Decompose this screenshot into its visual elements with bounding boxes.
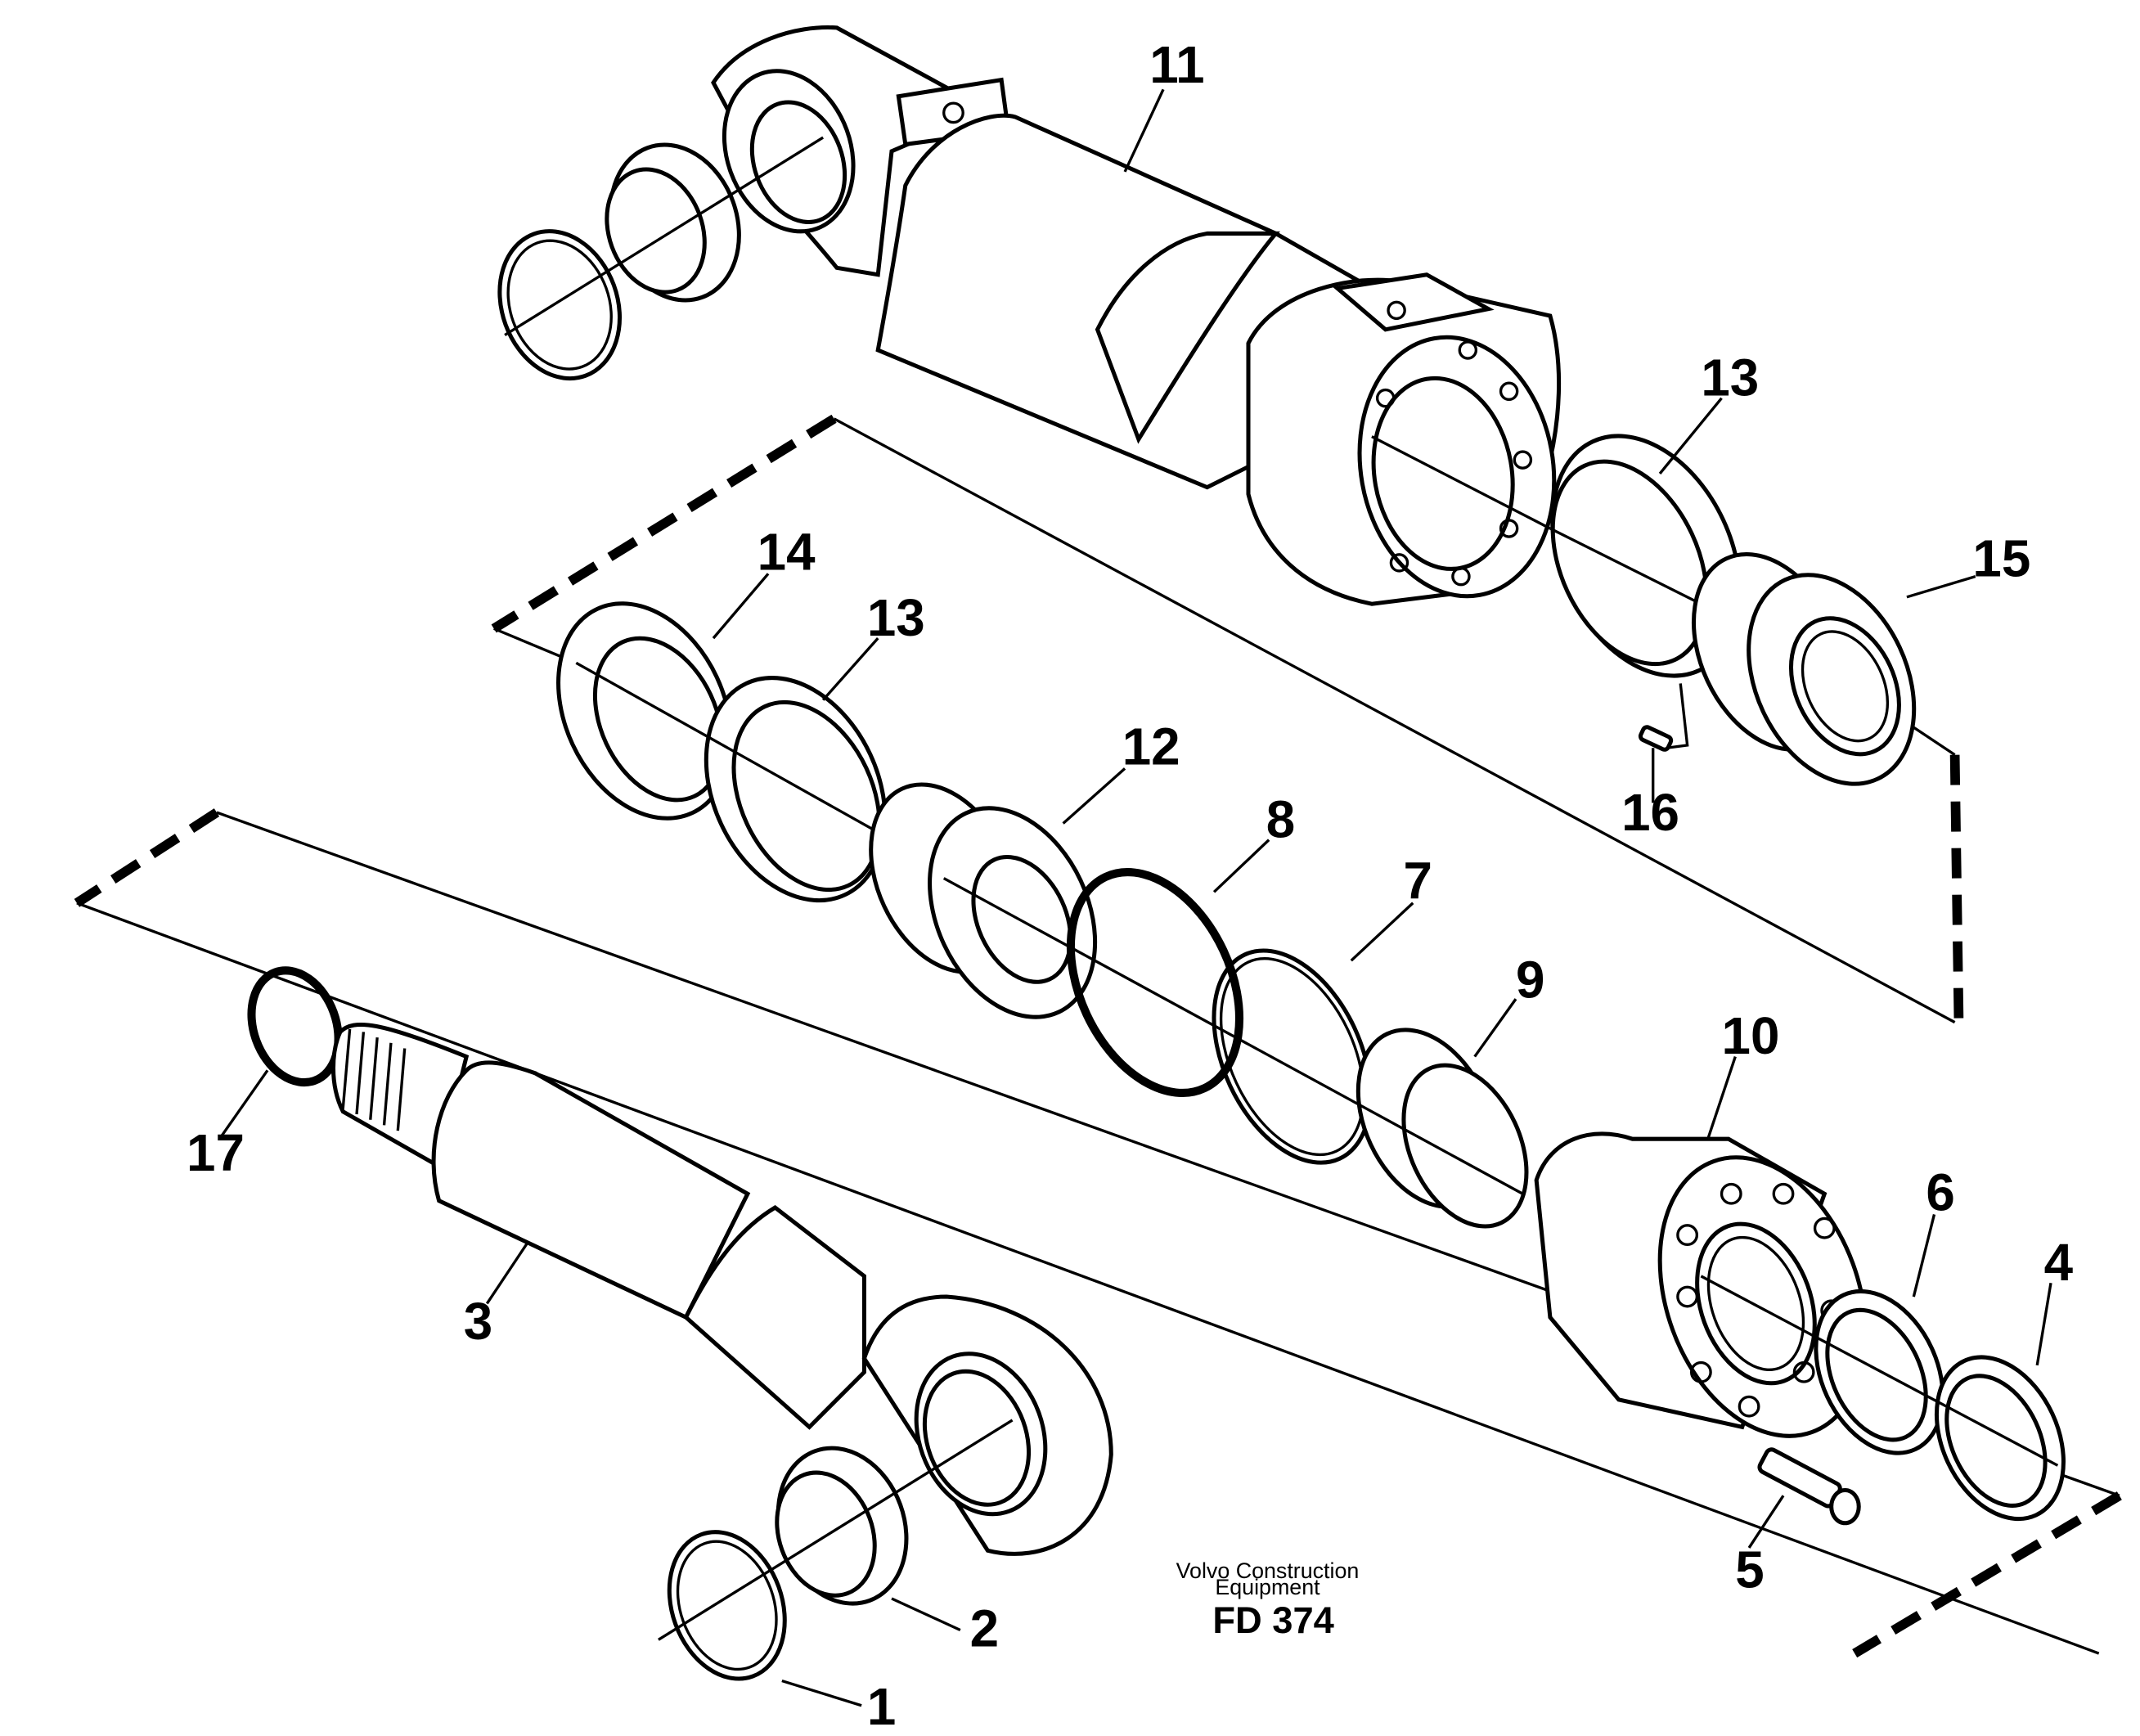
callout-12: 12 <box>1122 717 1180 776</box>
top-eye-bearing <box>605 142 741 303</box>
callout-14: 14 <box>758 522 816 581</box>
credit-line-1: Volvo Construction <box>1176 1558 1360 1583</box>
flange-bolt-holes <box>1375 340 1533 587</box>
part-9-spacer-sleeve <box>942 877 1529 1229</box>
callout-11: 11 <box>1149 35 1204 94</box>
top-circlip <box>497 136 825 381</box>
callout-2: 2 <box>970 1599 999 1658</box>
part-11-cylinder-tube <box>711 25 1562 606</box>
figure-credit: Volvo Construction Equipment FD 374 <box>1176 1558 1360 1641</box>
callout-13-upper: 13 <box>1701 348 1759 407</box>
part-14-guide-bushing <box>556 601 734 821</box>
leader-lines <box>218 88 2052 1707</box>
head-bolt-holes <box>1676 1182 1843 1418</box>
callout-5: 5 <box>1735 1540 1764 1599</box>
callout-1: 1 <box>867 1677 896 1736</box>
part-15-piston <box>1691 552 1917 786</box>
part-13-lower-ring <box>575 661 892 903</box>
callout-15: 15 <box>1972 529 2030 588</box>
callout-7: 7 <box>1403 852 1432 911</box>
callout-3: 3 <box>464 1292 492 1351</box>
credit-line-2: Equipment <box>1215 1575 1320 1599</box>
part-7-o-ring <box>1212 948 1373 1165</box>
callout-10: 10 <box>1722 1006 1780 1065</box>
callout-6: 6 <box>1926 1163 1954 1221</box>
part-10-cylinder-head <box>1534 1131 1868 1438</box>
figure-code: FD 374 <box>1212 1599 1333 1641</box>
rod-thread <box>341 1028 407 1131</box>
callout-4: 4 <box>2044 1233 2074 1292</box>
callout-16: 16 <box>1621 783 1679 842</box>
part-8-backup-ring <box>1066 868 1244 1097</box>
part-17-o-ring <box>247 966 343 1087</box>
part-4-wiper-ring <box>1700 1275 2066 1522</box>
part-1-circlip <box>658 1419 1014 1681</box>
part-12-piston <box>869 782 1098 1019</box>
callout-17: 17 <box>187 1123 245 1182</box>
part-5-screw <box>1757 1447 1861 1526</box>
part-16-set-screw <box>1638 725 1674 752</box>
callout-8: 8 <box>1266 789 1295 848</box>
part-3-piston-rod <box>331 1022 1113 1556</box>
callout-labels: 11 13 15 16 14 13 12 8 7 9 10 17 3 6 4 5… <box>187 35 2074 1736</box>
callout-9: 9 <box>1516 950 1544 1009</box>
callout-13-lower: 13 <box>867 588 925 647</box>
